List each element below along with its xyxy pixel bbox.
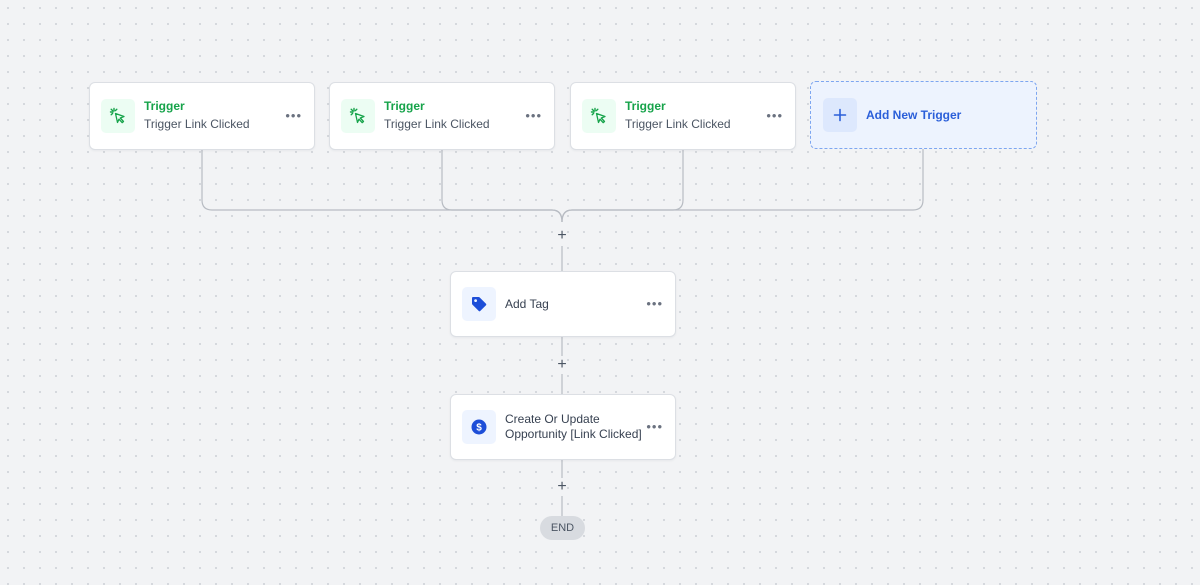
action-label-line-1: Create Or Update — [505, 412, 600, 426]
tag-icon — [462, 287, 496, 321]
connector-add-trigger — [561, 149, 924, 223]
more-options-icon[interactable]: ••• — [646, 296, 663, 311]
more-options-icon[interactable]: ••• — [285, 108, 302, 123]
connector-trigger-2 — [441, 150, 563, 223]
add-step-button[interactable]: + — [557, 227, 567, 244]
action-label: Add Tag — [505, 296, 549, 311]
more-options-icon[interactable]: ••• — [646, 419, 663, 434]
connector-trigger-1 — [201, 150, 563, 223]
trigger-title: Trigger — [625, 99, 666, 113]
trigger-subtitle: Trigger Link Clicked — [384, 117, 490, 131]
trigger-card-3[interactable]: Trigger Trigger Link Clicked ••• — [570, 82, 796, 150]
trigger-title: Trigger — [144, 99, 185, 113]
trigger-card-2[interactable]: Trigger Trigger Link Clicked ••• — [329, 82, 555, 150]
trigger-card-1[interactable]: Trigger Trigger Link Clicked ••• — [89, 82, 315, 150]
add-new-trigger-label: Add New Trigger — [866, 108, 962, 122]
add-step-button[interactable]: + — [557, 478, 567, 495]
action-label-line-2: Opportunity [Link Clicked] — [505, 427, 642, 441]
trigger-subtitle: Trigger Link Clicked — [625, 117, 731, 131]
more-options-icon[interactable]: ••• — [766, 108, 783, 123]
cursor-click-icon — [101, 99, 135, 133]
cursor-click-icon — [341, 99, 375, 133]
add-new-trigger-button[interactable]: Add New Trigger — [810, 81, 1037, 149]
svg-text:$: $ — [476, 423, 482, 434]
add-step-button[interactable]: + — [557, 356, 567, 373]
end-node: END — [540, 516, 585, 540]
action-card-create-update-opportunity[interactable]: $ Create Or Update Opportunity [Link Cli… — [450, 394, 676, 460]
more-options-icon[interactable]: ••• — [525, 108, 542, 123]
cursor-click-icon — [582, 99, 616, 133]
connector-trigger-3 — [561, 150, 684, 223]
plus-icon — [823, 98, 857, 132]
trigger-title: Trigger — [384, 99, 425, 113]
action-card-add-tag[interactable]: Add Tag ••• — [450, 271, 676, 337]
dollar-icon: $ — [462, 410, 496, 444]
trigger-subtitle: Trigger Link Clicked — [144, 117, 250, 131]
